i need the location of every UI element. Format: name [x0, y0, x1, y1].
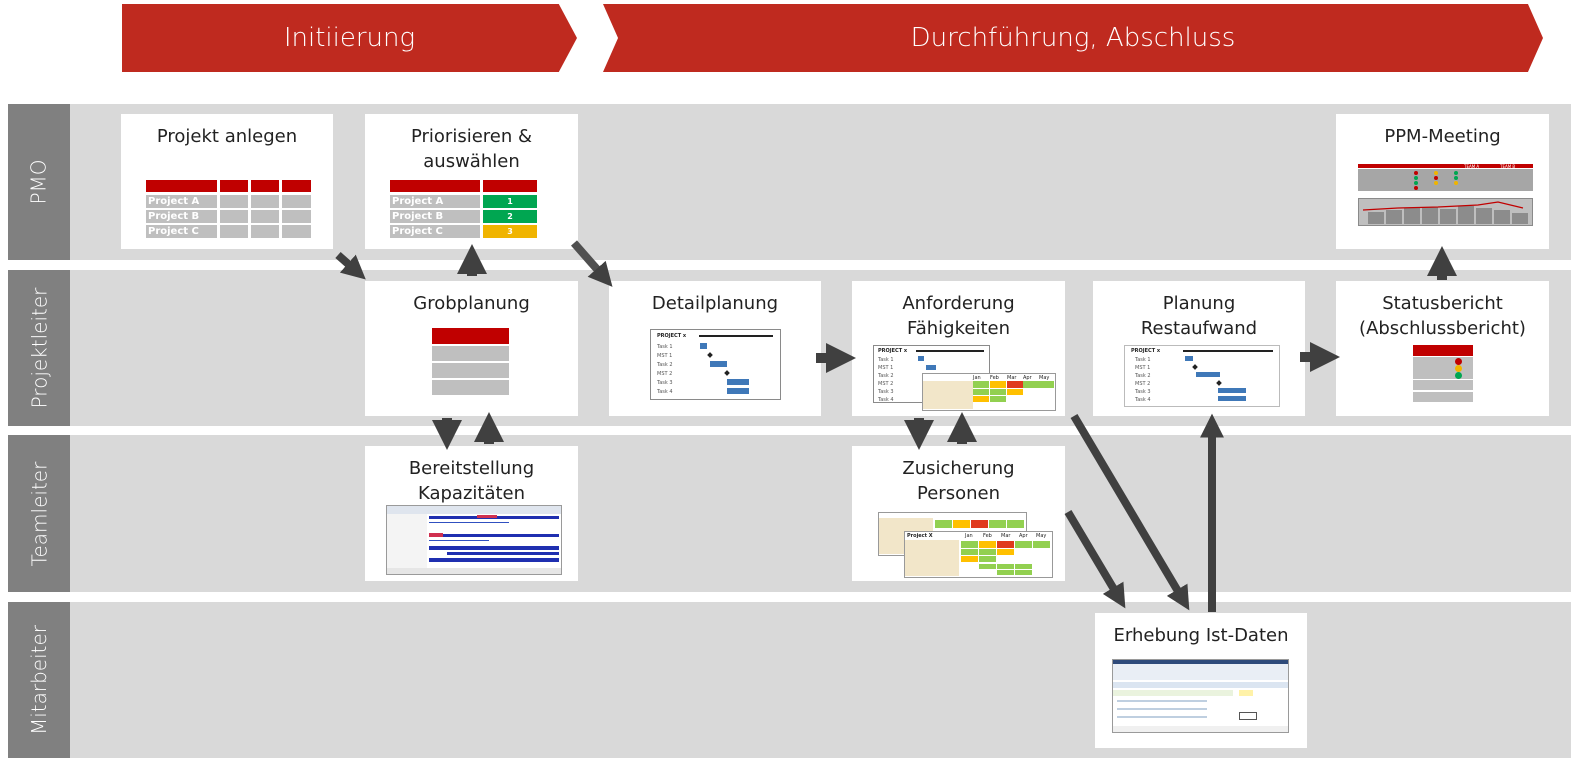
card-zusicherung[interactable]: Zusicherung Personen Project X Jan Feb M… — [852, 446, 1065, 581]
card-title-line2: Kapazitäten — [417, 483, 526, 504]
card-detailplanung[interactable]: Detailplanung PROJECT x Task 1 MST 1 Tas… — [609, 281, 821, 416]
card-title-line1: Priorisieren & — [410, 126, 533, 147]
lane-mitarbeiter — [8, 602, 1571, 758]
phase-initiierung-label: Initiierung — [283, 23, 416, 53]
capacity-screenshot-thumbnail — [386, 505, 562, 575]
gantt-task: Task 4 — [878, 397, 894, 403]
card-anforderung[interactable]: Anforderung Fähigkeiten PROJECT x Task 1… — [852, 281, 1065, 416]
card-title: Grobplanung — [413, 293, 530, 314]
gantt-thumbnail: PROJECT x Task 1 MST 1 Task 2 MST 2 Task… — [1124, 345, 1280, 407]
card-title-line2: Restaufwand — [1140, 318, 1258, 339]
card-title: PPM-Meeting — [1384, 126, 1501, 147]
gantt-task: Task 2 — [1135, 373, 1151, 379]
card-title-line2: auswählen — [423, 151, 520, 172]
lane-label-mitarbeiter: Mitarbeiter — [8, 602, 70, 758]
gantt-task: Task 3 — [878, 389, 894, 395]
team-a-header: TEAM A — [1464, 164, 1498, 169]
month-label: May — [1036, 533, 1047, 539]
row-label: Project C — [392, 226, 443, 237]
card-title-line1: Zusicherung — [902, 458, 1015, 479]
month-label: Jan — [973, 375, 981, 381]
gantt-task: Task 3 — [1135, 389, 1151, 395]
lane-label-teamleiter: Teamleiter — [8, 435, 70, 592]
phase-durchfuehrung: Durchführung, Abschluss — [603, 4, 1543, 72]
card-statusbericht[interactable]: Statusbericht (Abschlussbericht) — [1336, 281, 1549, 416]
card-projekt-anlegen[interactable]: Projekt anlegen Project A Project B Proj… — [121, 114, 333, 249]
card-title-line2: (Abschlussbericht) — [1359, 318, 1526, 339]
gantt-task: Task 1 — [878, 357, 894, 363]
month-label: Mar — [1001, 533, 1011, 539]
gantt-task: MST 2 — [657, 371, 673, 377]
assignment-sheet-thumbnail-front: Project X Jan Feb Mar Apr May — [904, 531, 1053, 578]
rank-badge: 1 — [483, 195, 537, 208]
row-label: Project B — [148, 211, 200, 222]
card-ppm-meeting[interactable]: PPM-Meeting TEAM A TEAM B — [1336, 114, 1549, 249]
card-planung-restaufwand[interactable]: Planung Restaufwand PROJECT x Task 1 MST… — [1093, 281, 1305, 416]
team-b-header: TEAM B — [1500, 164, 1533, 169]
month-label: May — [1039, 375, 1050, 381]
card-title-line1: Anforderung — [902, 293, 1015, 314]
ppm-report-thumbnail: TEAM A TEAM B — [1358, 164, 1533, 226]
gantt-title: PROJECT x — [657, 333, 687, 339]
gantt-task: Task 4 — [1135, 397, 1151, 403]
gantt-thumbnail: PROJECT x Task 1 MST 1 Task 2 MST 2 Task… — [650, 329, 781, 400]
card-title-line1: Planung — [1162, 293, 1236, 314]
card-erhebung-ist-daten[interactable]: Erhebung Ist-Daten — [1095, 613, 1307, 748]
gantt-task: Task 1 — [657, 344, 673, 350]
arrow-projekt-to-grob — [335, 252, 366, 280]
card-grobplanung[interactable]: Grobplanung — [365, 281, 578, 416]
phase-durchfuehrung-label: Durchführung, Abschluss — [910, 23, 1236, 53]
capacity-sheet-thumbnail: Jan Feb Mar Apr May — [922, 373, 1056, 411]
gantt-task: Task 2 — [878, 373, 894, 379]
lane-label-projektleiter: Projektleiter — [8, 270, 70, 426]
month-label: Jan — [965, 533, 973, 539]
status-report-thumbnail — [1413, 345, 1473, 403]
arrow-zus-to-erhebung — [1064, 509, 1126, 609]
card-title-line2: Personen — [917, 483, 1000, 504]
row-label: Project A — [392, 196, 444, 207]
row-label: Project C — [148, 226, 199, 237]
arrow-prio-to-detail — [570, 240, 613, 287]
lane-teamleiter — [8, 435, 1571, 592]
sheet-title: Project X — [907, 533, 933, 539]
gantt-task: MST 2 — [878, 381, 894, 387]
row-label: Project B — [392, 211, 444, 222]
card-title-line1: Bereitstellung — [408, 458, 535, 479]
priority-table-thumbnail: 1 2 3 Project A Project B Project C — [390, 180, 537, 238]
gantt-task: Task 3 — [657, 380, 673, 386]
card-title: Erhebung Ist-Daten — [1113, 625, 1289, 646]
gantt-title: PROJECT x — [1131, 348, 1161, 354]
card-title: Detailplanung — [651, 293, 779, 314]
month-label: Feb — [990, 375, 999, 381]
gantt-task: MST 2 — [1135, 381, 1151, 387]
timesheet-screenshot-thumbnail — [1112, 659, 1289, 733]
card-priorisieren[interactable]: Priorisieren & auswählen 1 2 3 Project A… — [365, 114, 578, 249]
arrow-anf-to-erhebung — [1070, 413, 1190, 611]
gantt-task: MST 1 — [1135, 365, 1151, 371]
gantt-task: MST 1 — [657, 353, 673, 359]
gantt-task: Task 1 — [1135, 357, 1151, 363]
card-title-line1: Statusbericht — [1382, 293, 1503, 314]
project-table-thumbnail: Project A Project B Project C — [146, 180, 311, 238]
row-label: Project A — [148, 196, 200, 207]
month-label: Feb — [983, 533, 992, 539]
card-title: Projekt anlegen — [156, 126, 298, 147]
rank-badge: 2 — [483, 210, 537, 223]
month-label: Apr — [1019, 533, 1028, 539]
phase-initiierung: Initiierung — [122, 4, 577, 72]
gantt-task: MST 1 — [878, 365, 894, 371]
gantt-title: PROJECT x — [878, 348, 908, 354]
rough-plan-thumbnail — [432, 328, 509, 397]
gantt-task: Task 4 — [657, 389, 673, 395]
month-label: Mar — [1007, 375, 1017, 381]
lane-label-pmo: PMO — [8, 104, 70, 260]
rank-badge: 3 — [483, 225, 537, 238]
month-label: Apr — [1023, 375, 1032, 381]
gantt-task: Task 2 — [657, 362, 673, 368]
card-bereitstellung[interactable]: Bereitstellung Kapazitäten — [365, 446, 578, 581]
card-title-line2: Fähigkeiten — [907, 318, 1010, 339]
